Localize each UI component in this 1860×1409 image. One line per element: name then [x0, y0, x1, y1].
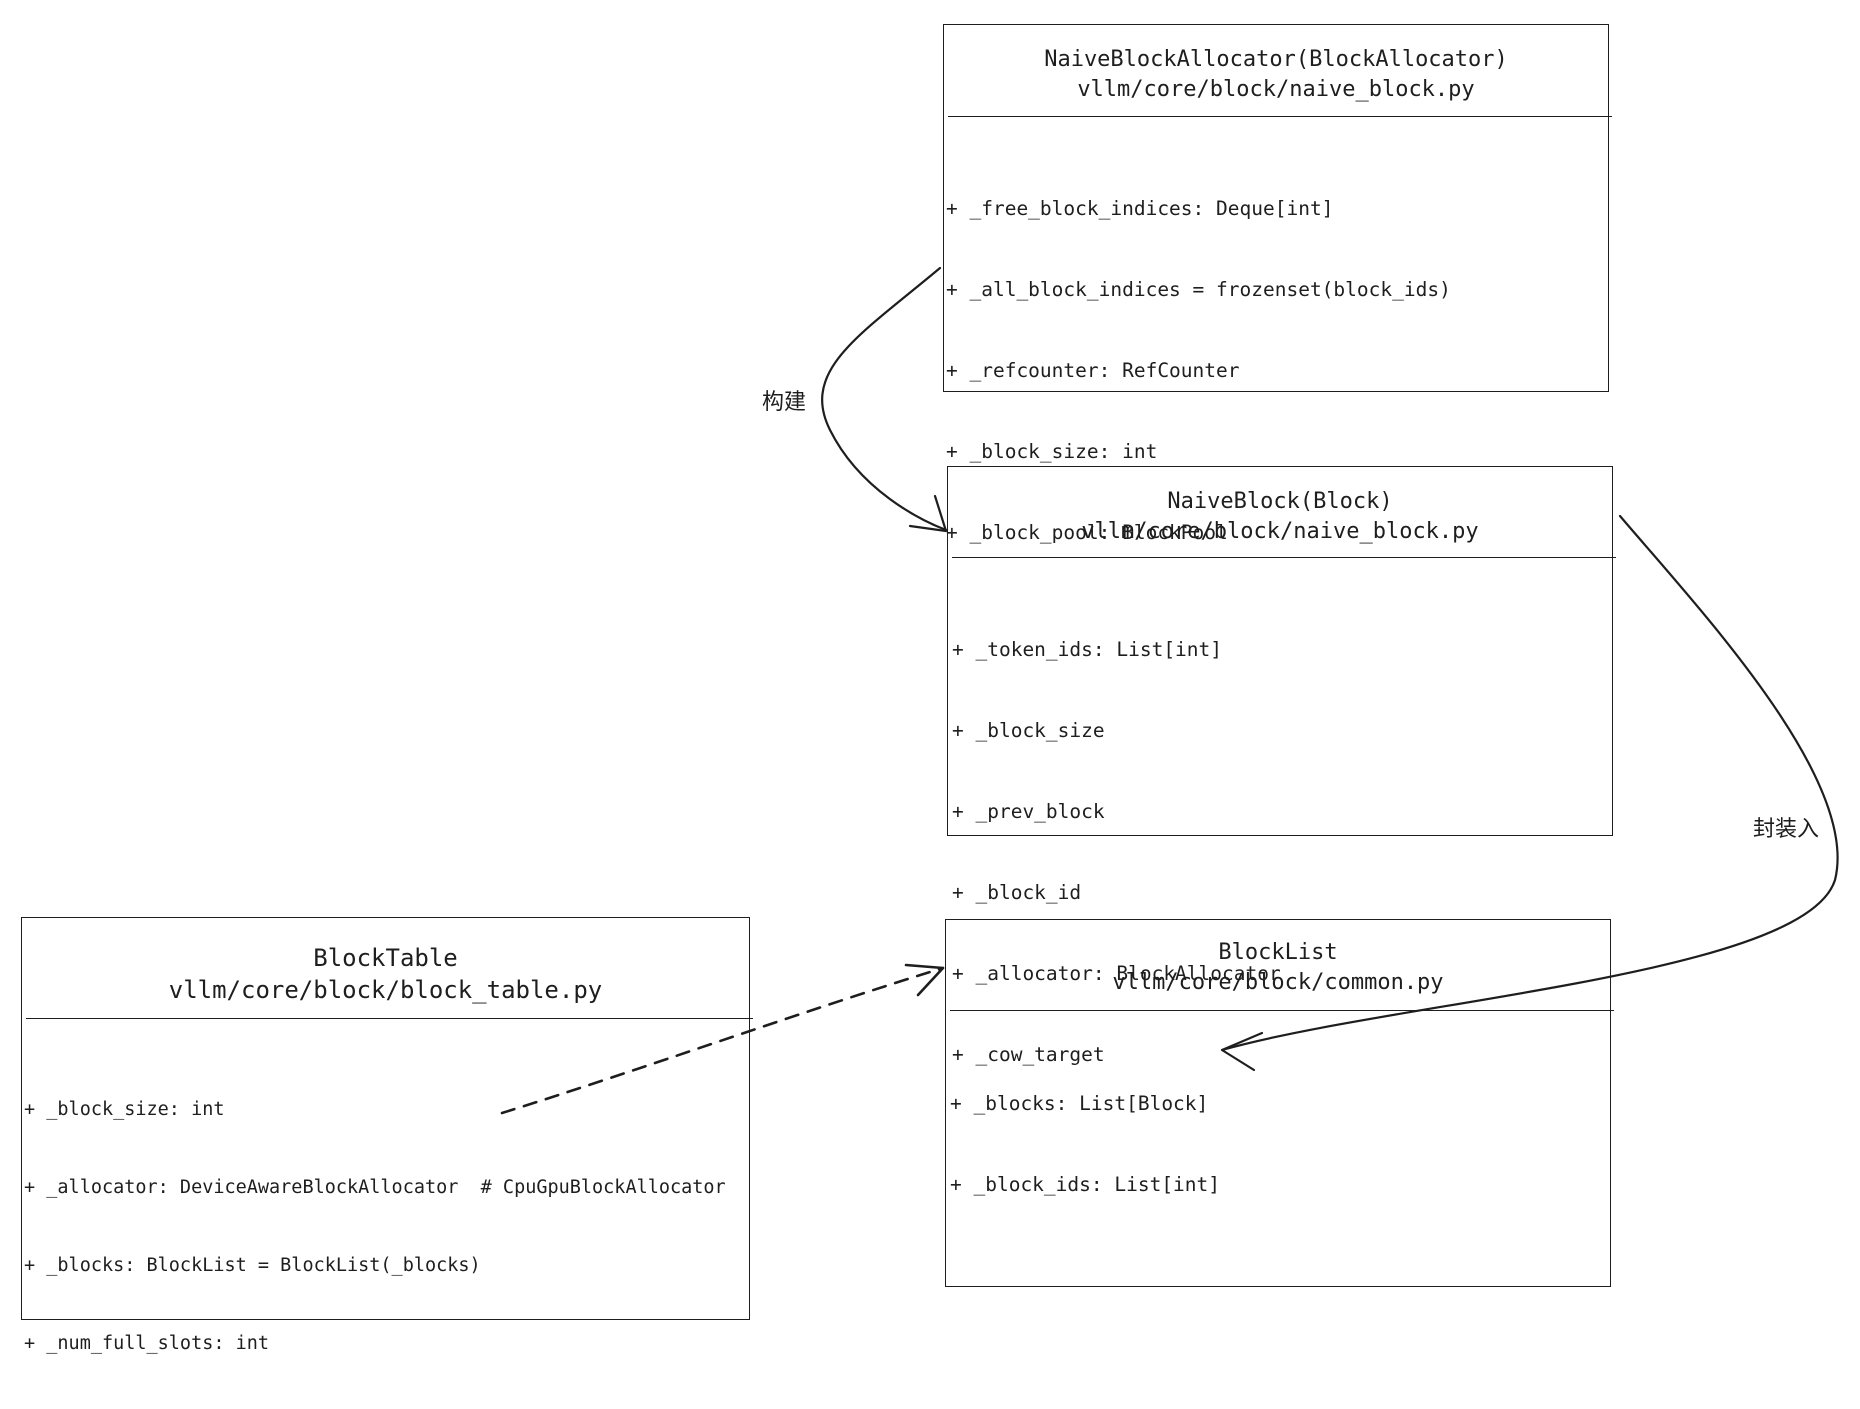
- wraps-arrow: [1220, 514, 1839, 1052]
- attribute-row: + _blocks: List[Block]: [950, 1092, 1209, 1115]
- class-divider: [952, 557, 1616, 558]
- class-divider: [26, 1018, 753, 1019]
- class-divider: [948, 116, 1612, 117]
- wraps-label: 封装入: [1753, 817, 1820, 842]
- attribute-row: + _block_size: int: [946, 440, 1158, 463]
- attribute-row: + _block_size: int: [24, 1099, 225, 1120]
- attribute-row: + _block_ids: List[int]: [950, 1173, 1221, 1196]
- attribute-row: + _token_ids: List[int]: [952, 638, 1223, 661]
- attribute-list: + _token_ids: List[int] + _block_size + …: [952, 582, 1281, 1122]
- class-path: vllm/core/block/naive_block.py: [1081, 519, 1479, 544]
- builds-arrowhead: [908, 494, 948, 533]
- class-block-list: BlockList vllm/core/block/common.py + _b…: [945, 919, 1614, 1287]
- attribute-row: + _cow_target: [952, 1043, 1105, 1066]
- class-header: BlockTable vllm/core/block/block_table.p…: [22, 942, 749, 1006]
- class-naive-block-allocator: NaiveBlockAllocator(BlockAllocator) vllm…: [943, 24, 1612, 544]
- connector-layer: [500, 266, 1839, 1115]
- attribute-row: + _block_size: [952, 719, 1105, 742]
- class-naive-block: NaiveBlock(Block) vllm/core/block/naive_…: [947, 466, 1616, 1066]
- attribute-row: + _num_full_slots: int: [24, 1333, 270, 1354]
- class-title: NaiveBlockAllocator(BlockAllocator): [1044, 47, 1508, 72]
- class-title: BlockList: [1218, 940, 1338, 965]
- attribute-row: + _prev_block: [952, 800, 1105, 823]
- attribute-list: + _free_block_indices: Deque[int] + _all…: [946, 141, 1451, 600]
- attribute-row: + _free_block_indices: Deque[int]: [946, 197, 1334, 220]
- attribute-row: + _all_block_indices = frozenset(block_i…: [946, 278, 1451, 301]
- class-header: BlockList vllm/core/block/common.py: [946, 938, 1610, 998]
- class-title: NaiveBlock(Block): [1167, 489, 1393, 514]
- blocks-reference-arrow: [500, 966, 945, 1115]
- builds-label: 构建: [762, 390, 807, 415]
- class-title: BlockTable: [313, 944, 458, 972]
- attribute-row: + _block_id: [952, 881, 1082, 904]
- class-header: NaiveBlockAllocator(BlockAllocator) vllm…: [944, 45, 1608, 105]
- wraps-arrowhead: [1220, 1031, 1264, 1072]
- attribute-row: + _blocks: BlockList = BlockList(_blocks…: [24, 1255, 481, 1276]
- attribute-row: + _refcounter: RefCounter: [946, 359, 1240, 382]
- class-header: NaiveBlock(Block) vllm/core/block/naive_…: [948, 487, 1612, 547]
- attribute-row: + _block_pool: BlockPool: [946, 521, 1228, 544]
- blocks-reference-arrowhead: [904, 963, 945, 997]
- class-path: vllm/core/block/block_table.py: [168, 976, 603, 1004]
- class-path: vllm/core/block/common.py: [1112, 970, 1444, 995]
- attribute-row: + _allocator: BlockAllocator: [952, 962, 1281, 985]
- builds-arrow: [821, 266, 948, 532]
- class-path: vllm/core/block/naive_block.py: [1077, 77, 1475, 102]
- attribute-list: + _blocks: List[Block] + _block_ids: Lis…: [950, 1036, 1220, 1252]
- class-divider: [950, 1010, 1614, 1011]
- attribute-row: + _allocator: DeviceAwareBlockAllocator …: [24, 1177, 726, 1198]
